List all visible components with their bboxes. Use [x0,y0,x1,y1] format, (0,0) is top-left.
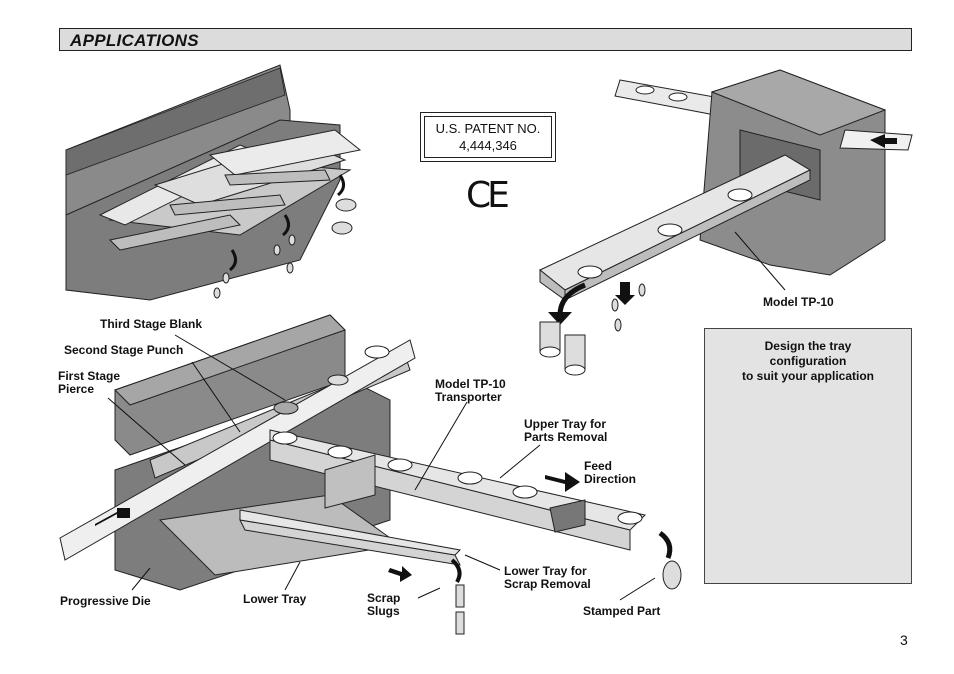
progressive-die-illustration [59,314,682,635]
patent-inner-frame: U.S. PATENT NO. 4,444,346 [424,116,552,158]
page-number: 3 [900,632,908,648]
label-feed-direction: Feed Direction [584,460,636,486]
label-lower-tray-scrap: Lower Tray for Scrap Removal [504,565,591,591]
label-third-stage-blank: Third Stage Blank [100,317,203,331]
label-scrap-slugs: Scrap Slugs [367,592,400,618]
label-transporter-line2: Transporter [435,390,502,404]
design-line2: configuration [769,354,847,368]
ce-mark: CE [466,175,510,216]
top-right-press-illustration [539,69,913,376]
design-configuration-panel: Design the tray configuration to suit yo… [704,328,912,584]
label-first-stage-line2: Pierce [58,382,95,396]
label-upper-tray: Upper Tray for Parts Removal [524,418,607,444]
label-first-stage-line1: First Stage [58,369,121,383]
design-line1: Design the tray [764,339,852,353]
label-feed-line1: Feed [584,459,613,473]
section-header: APPLICATIONS [59,28,912,51]
label-upper-tray-line2: Parts Removal [524,430,608,444]
label-transporter-line1: Model TP-10 [435,377,506,391]
patent-number: 4,444,346 [459,138,517,153]
label-lower-tray: Lower Tray [243,592,307,606]
label-model-tp10: Model TP-10 [763,295,834,309]
label-first-stage-pierce: First Stage Pierce [58,370,120,396]
label-upper-tray-line1: Upper Tray for [524,417,607,431]
label-progressive-die: Progressive Die [60,594,151,608]
label-scrap-line2: Slugs [367,604,400,618]
label-lower-tray-scrap-line2: Scrap Removal [504,577,591,591]
design-panel-text: Design the tray configuration to suit yo… [705,339,911,384]
patent-box: U.S. PATENT NO. 4,444,346 [420,112,556,162]
label-feed-line2: Direction [584,472,637,486]
label-lower-tray-scrap-line1: Lower Tray for [504,564,587,578]
section-title: APPLICATIONS [70,31,199,50]
design-line3: to suit your application [741,369,874,383]
label-scrap-line1: Scrap [367,591,401,605]
label-model-tp10-transporter: Model TP-10 Transporter [435,378,506,404]
label-second-stage-punch: Second Stage Punch [64,343,184,357]
top-left-press-illustration [65,64,362,301]
label-stamped-part: Stamped Part [583,604,661,618]
patent-line-1: U.S. PATENT NO. [435,121,541,136]
